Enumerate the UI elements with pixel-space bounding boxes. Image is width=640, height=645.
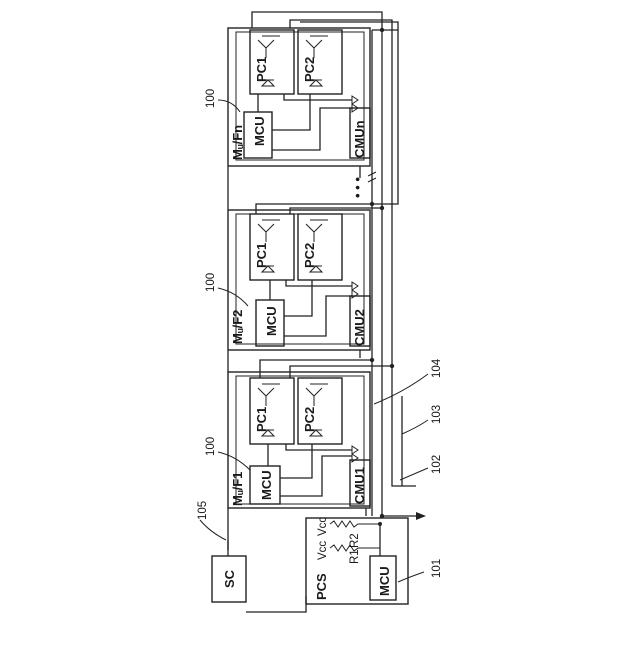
ref-103-leader	[402, 420, 428, 434]
pcs-mcu-label: MCU	[377, 566, 392, 596]
junction-dot	[380, 206, 384, 210]
module-2-wire-pc1-out	[286, 280, 352, 286]
bus-line-outer	[252, 12, 382, 516]
module-1-mcu-label: MCU	[259, 470, 274, 500]
sc-wire-pcs	[246, 596, 306, 612]
ref-102-leader	[400, 468, 428, 480]
module-1-wire-pc1-out	[286, 444, 352, 450]
module-n-wire-pc1-out	[284, 94, 352, 100]
pcs-ref-leader	[398, 572, 424, 582]
module-1-name: Mᵤ/F1	[230, 472, 245, 506]
module-1-wire-mcu-cmu	[280, 456, 352, 496]
module-1-ref: 100	[205, 437, 217, 456]
module-n-terminal-icon	[352, 96, 358, 112]
ref-104: 104	[431, 358, 443, 378]
module-n-wire-mcu-cmu	[272, 108, 352, 150]
module-2-cmu-label: CMU2	[352, 309, 367, 346]
bus-lines	[228, 12, 426, 550]
pcs-ref: 101	[431, 559, 443, 578]
junction-dot	[370, 202, 374, 206]
r1-label: R1	[349, 549, 361, 564]
bus-link-n-2-b	[290, 208, 382, 214]
pcs-label: PCS	[314, 573, 329, 600]
module-1-pc2-transistor-icon	[306, 384, 328, 406]
module-n-cmu-label: CMUn	[352, 120, 367, 158]
sc-ref: 105	[197, 501, 209, 520]
module-1-ref-leader	[218, 452, 250, 470]
module-1-pc2-label: PC2	[302, 407, 317, 432]
ref-102: 102	[431, 455, 443, 474]
module-n-ref: 100	[205, 89, 217, 108]
module-n-pc2-label: PC2	[302, 57, 317, 82]
module-2-name: Mᵤ/F2	[230, 310, 245, 344]
module-2-inner	[236, 214, 364, 344]
junction-dot	[390, 364, 394, 368]
bus-link-2-1	[260, 360, 372, 378]
module-1-pc1-transistor-icon	[258, 384, 280, 406]
module-1: MCU PC1 PC2 CMU1 Mᵤ/F1 100	[205, 372, 370, 508]
ref-103: 103	[431, 405, 443, 424]
output-arrow-icon	[416, 512, 426, 520]
ellipsis: • • •	[350, 177, 365, 198]
module-1-inner	[236, 376, 364, 504]
module-n-pc1-transistor-icon	[258, 36, 280, 58]
module-2-pc2-transistor-icon	[306, 220, 328, 242]
r2-label: R2	[349, 533, 361, 548]
vcc-label-1: Vcc	[317, 541, 329, 560]
module-2-ref-leader	[218, 288, 248, 306]
vcc-label-2: Vcc	[317, 517, 329, 536]
module-1-cmu-label: CMU1	[352, 467, 367, 504]
module-n: MCU PC1 PC2 CMUn Mᵤ/Fn 100	[205, 28, 370, 166]
pcs-block: PCS MCU Vcc Vcc R1 R2 101	[306, 517, 443, 604]
junction-dot	[370, 358, 374, 362]
junction-dot	[380, 28, 384, 32]
bus-link-n-2	[256, 30, 398, 214]
module-1-pc1-label: PC1	[254, 407, 269, 432]
module-2-pc2-label: PC2	[302, 243, 317, 268]
sc-block: SC 105	[197, 501, 306, 612]
resistor-r2-icon	[330, 521, 380, 527]
module-n-name: Mᵤ/Fn	[230, 125, 245, 160]
junction-dot	[378, 522, 382, 526]
module-1-wire-mcu-pc2	[280, 444, 312, 478]
module-n-ref-leader	[218, 100, 240, 112]
sc-ref-leader	[200, 520, 226, 540]
module-2-ref: 100	[205, 273, 217, 292]
module-2: MCU PC1 PC2 CMU2 Mᵤ/F2 100	[205, 210, 370, 350]
module-n-mcu-label: MCU	[252, 116, 267, 146]
module-2-pc1-label: PC1	[254, 243, 269, 268]
module-2-mcu-label: MCU	[264, 306, 279, 336]
module-2-pc1-transistor-icon	[258, 220, 280, 242]
module-n-pc1-label: PC1	[254, 57, 269, 82]
sc-label: SC	[222, 569, 237, 588]
module-n-pc2-transistor-icon	[306, 36, 328, 58]
